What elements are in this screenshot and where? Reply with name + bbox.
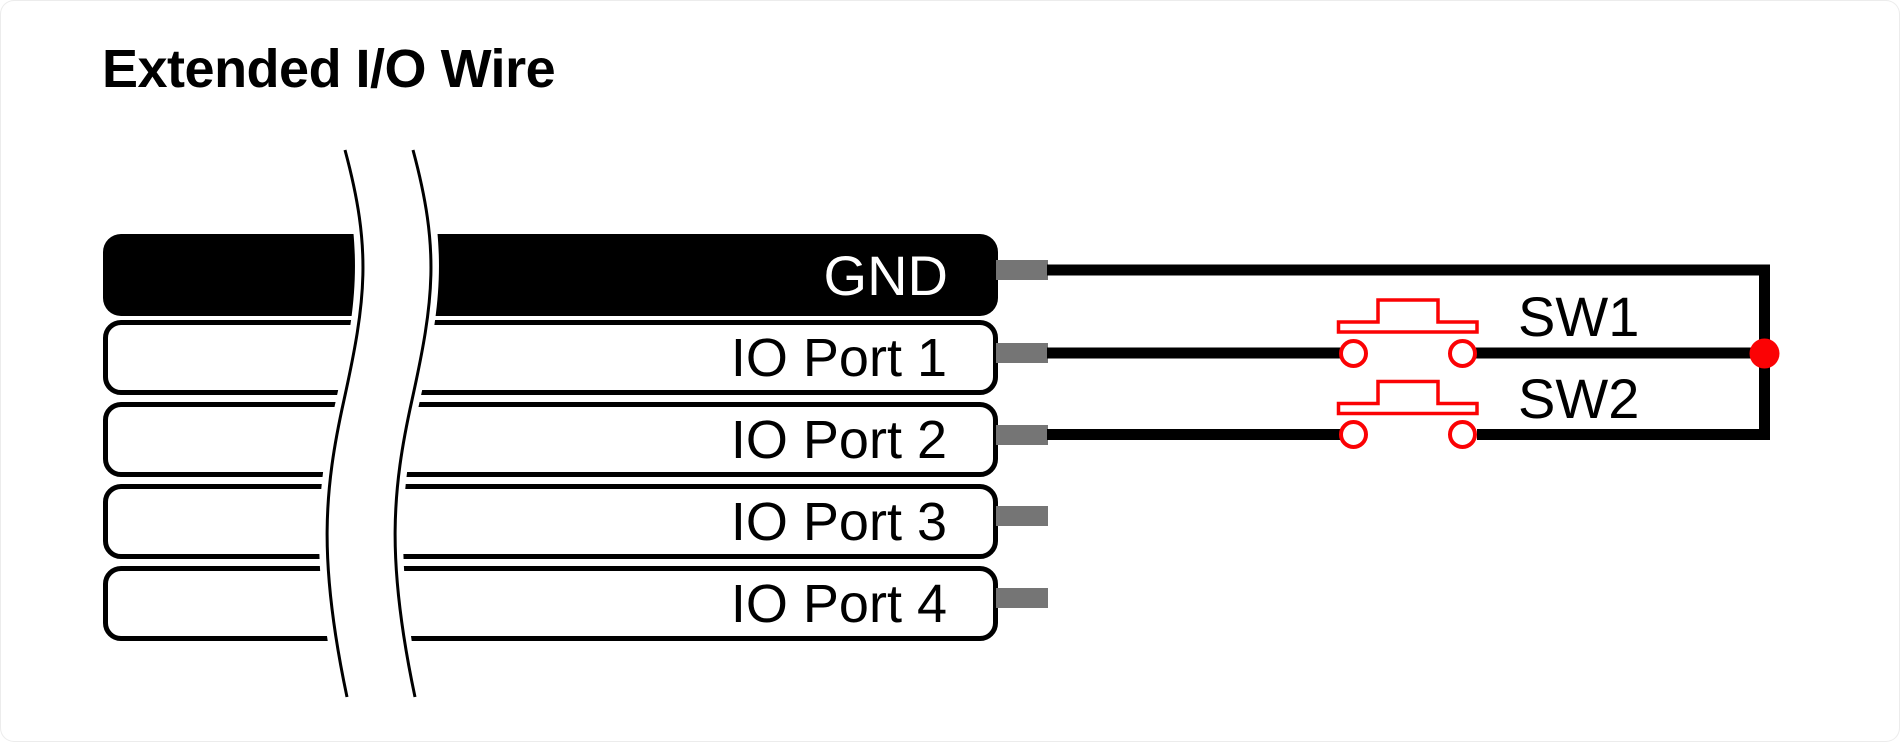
io-port-1-connector-stub <box>996 343 1048 363</box>
io-port-4-label: IO Port 4 <box>730 573 947 634</box>
io-port-4-bar: IO Port 4 <box>103 566 998 641</box>
junction-dot <box>1749 338 1780 369</box>
cable-break-line-left <box>325 149 365 698</box>
io-port-3-label: IO Port 3 <box>730 491 947 552</box>
sw2-contact-right <box>1448 420 1477 449</box>
gnd-bar: GND <box>103 234 998 316</box>
page-title: Extended I/O Wire <box>102 39 556 99</box>
io-port-2-bar: IO Port 2 <box>103 402 998 477</box>
io-port-4-connector-stub <box>996 588 1048 608</box>
gnd-label: GND <box>823 243 948 307</box>
cable-break-mask <box>319 142 439 705</box>
io-port-1-label: IO Port 1 <box>730 327 947 388</box>
sw2-contact-left <box>1339 420 1368 449</box>
sw1-contact-left <box>1339 339 1368 368</box>
io-port-2-connector-stub <box>996 425 1048 445</box>
gnd-connector-stub <box>996 260 1048 280</box>
sw2-label: SW2 <box>1518 367 1640 430</box>
cable-break-line-right <box>393 149 433 698</box>
io-port-3-connector-stub <box>996 506 1048 526</box>
sw1-switch-body-icon <box>1336 298 1479 334</box>
sw1-contact-right <box>1448 339 1477 368</box>
sw2-switch-body-icon <box>1336 379 1479 416</box>
sw1-label: SW1 <box>1518 285 1640 348</box>
io-port-3-bar: IO Port 3 <box>103 484 998 559</box>
io-port-1-bar: IO Port 1 <box>103 320 998 395</box>
io-port-2-label: IO Port 2 <box>730 409 947 470</box>
